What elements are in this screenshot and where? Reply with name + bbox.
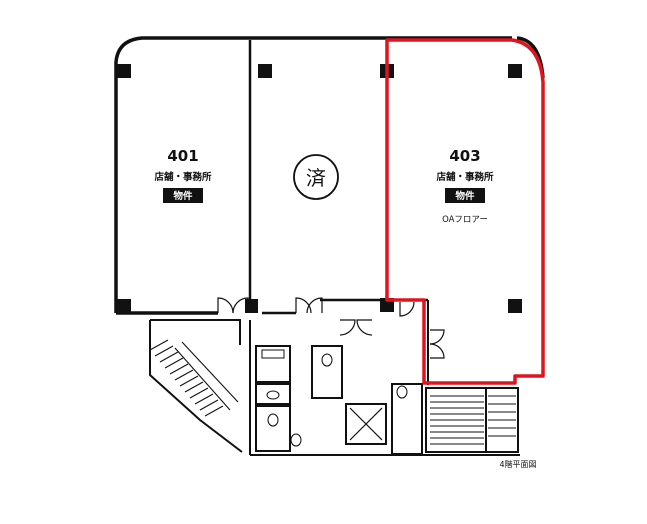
unit-401-use: 店舗・事務所 <box>154 171 212 183</box>
floor-caption: 4階平面図 <box>499 459 536 469</box>
unit-402: 済 <box>293 154 339 200</box>
stairs-right <box>430 395 516 445</box>
unit-403-use: 店舗・事務所 <box>436 171 494 183</box>
core-walls <box>149 300 520 456</box>
interior-walls <box>248 40 428 315</box>
rented-seal <box>293 154 339 200</box>
unit-403-tag-box <box>445 188 485 203</box>
unit-401-tag-box <box>163 188 203 203</box>
unit-401-tag: 物件 <box>173 190 193 202</box>
toilet-fixtures <box>261 349 408 447</box>
elevator <box>349 407 383 441</box>
unit-403-highlight <box>385 38 545 385</box>
unit-403: 403 店舗・事務所 物件 OAフロアー <box>436 147 494 225</box>
rented-seal-text: 済 <box>306 166 326 190</box>
unit-403-tag: 物件 <box>455 190 475 202</box>
unit-403-number: 403 <box>449 147 480 165</box>
stairs-left <box>149 339 239 417</box>
unit-403-floor-type: OAフロアー <box>442 215 488 225</box>
doors <box>217 297 445 359</box>
unit-401: 401 店舗・事務所 物件 <box>154 147 212 203</box>
unit-401-number: 401 <box>167 147 198 165</box>
